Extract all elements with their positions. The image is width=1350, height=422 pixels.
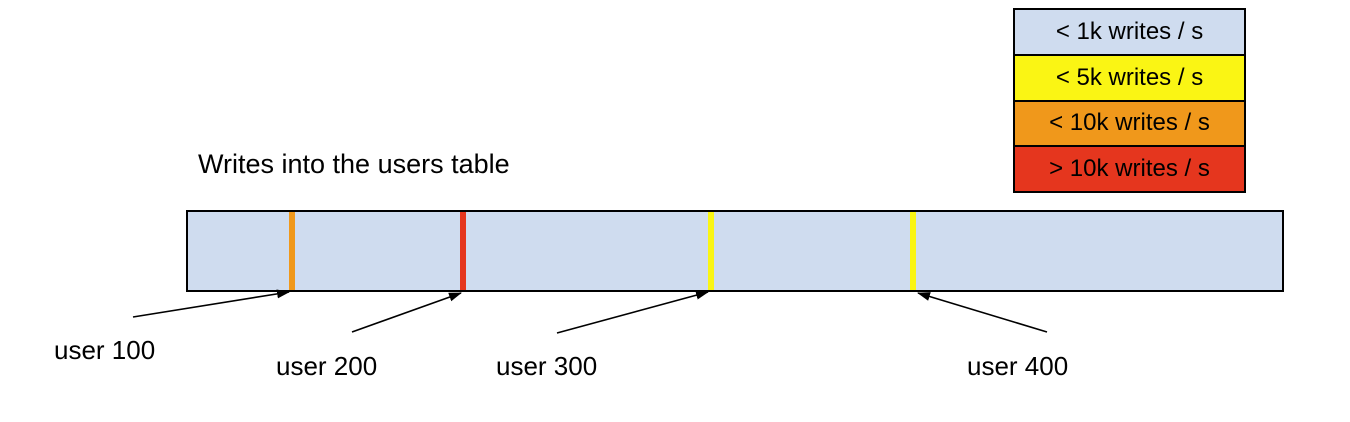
label-user-200: user 200 (276, 351, 378, 381)
arrow-user-100 (132, 289, 290, 318)
write-hotspot-stripe (910, 212, 917, 290)
arrow-user-400 (917, 292, 1048, 333)
write-hotspot-stripe (707, 212, 714, 290)
legend: < 1k writes / s < 5k writes / s < 10k wr… (1013, 8, 1246, 193)
legend-item-label: < 10k writes / s (1049, 109, 1210, 137)
legend-item-lt-10k: < 10k writes / s (1015, 99, 1244, 146)
write-hotspot-stripe (288, 212, 295, 290)
label-user-100: user 100 (54, 335, 156, 365)
label-user-300: user 300 (496, 351, 598, 381)
legend-item-lt-5k: < 5k writes / s (1015, 53, 1244, 100)
legend-item-gt-10k: > 10k writes / s (1015, 145, 1244, 191)
write-hotspot-stripe (459, 212, 466, 290)
legend-item-label: < 1k writes / s (1055, 17, 1204, 45)
legend-item-label: > 10k writes / s (1049, 155, 1210, 183)
label-user-400: user 400 (967, 351, 1069, 381)
legend-item-lt-1k: < 1k writes / s (1015, 10, 1244, 54)
diagram-title: Writes into the users table (198, 149, 510, 179)
legend-item-label: < 5k writes / s (1055, 63, 1204, 91)
arrow-user-300 (556, 290, 709, 334)
users-table-bar (186, 210, 1284, 292)
arrow-user-200 (351, 292, 462, 333)
